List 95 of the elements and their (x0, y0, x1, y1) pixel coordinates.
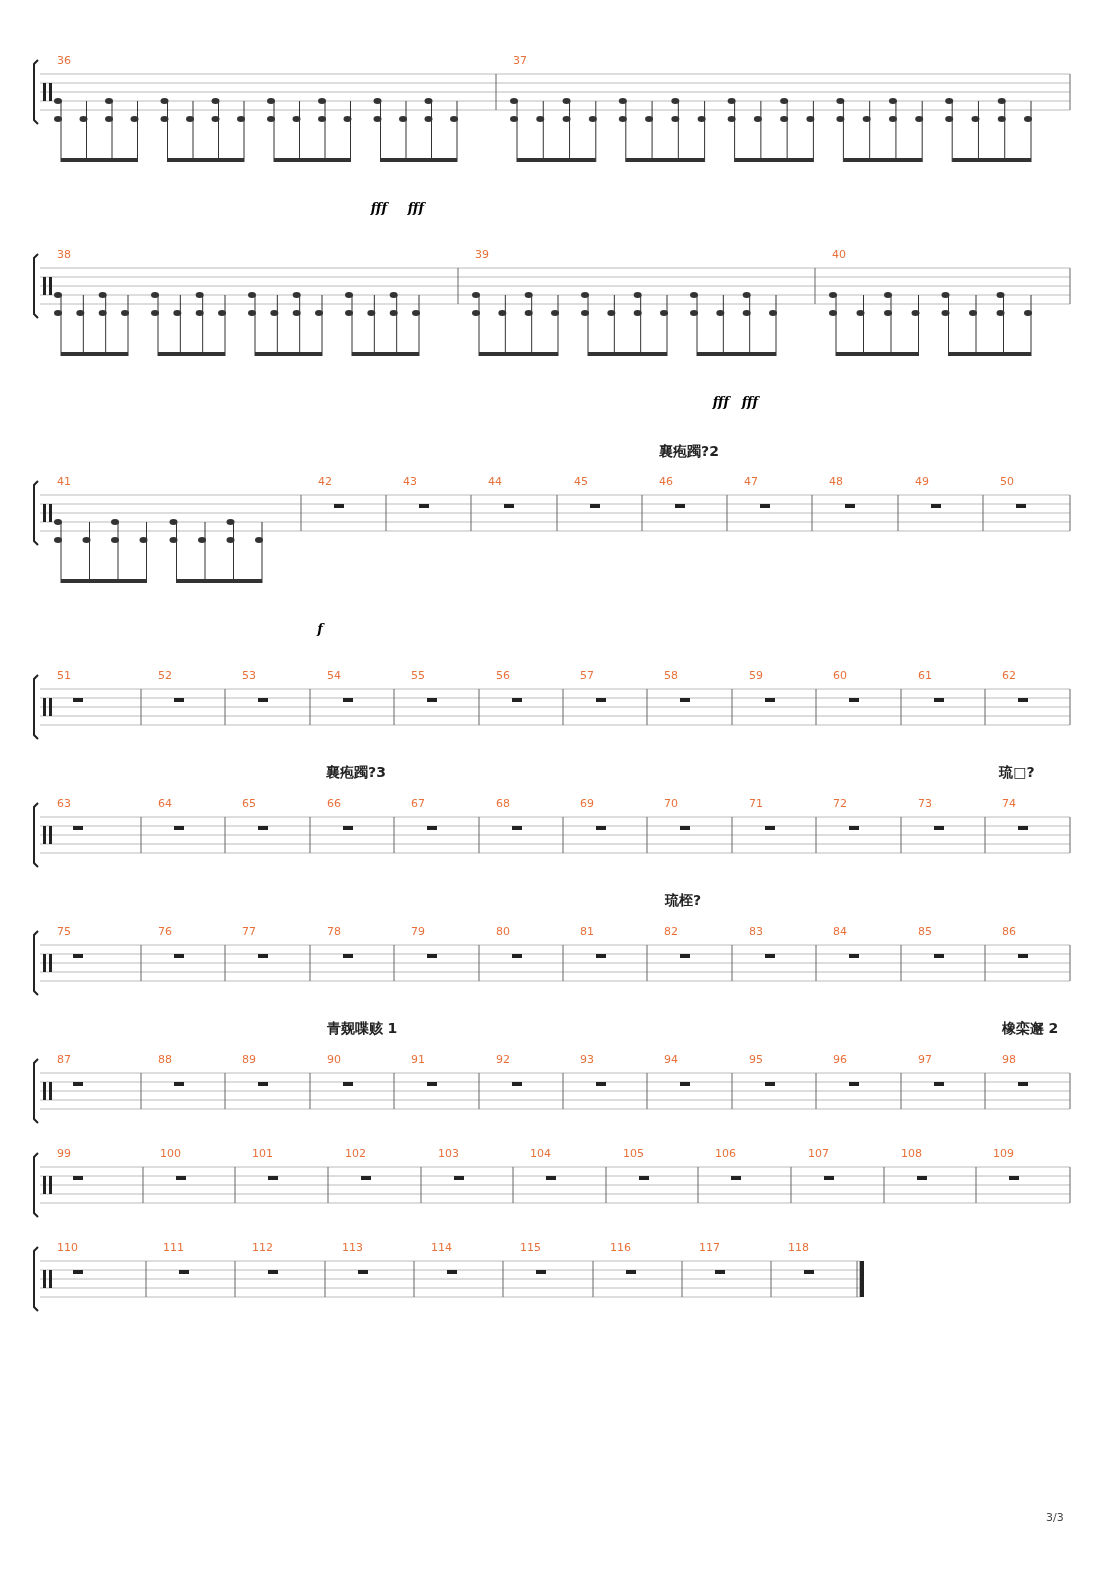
measure-number: 95 (749, 1054, 763, 1066)
measure-number: 83 (749, 926, 763, 938)
measure-number: 79 (411, 926, 425, 938)
measure-number: 93 (580, 1054, 594, 1066)
measure-number: 102 (345, 1148, 366, 1160)
section-marker: 琉□? (999, 764, 1035, 780)
measure-number: 77 (242, 926, 256, 938)
measure-number: 103 (438, 1148, 459, 1160)
measure-number: 43 (403, 476, 417, 488)
measure-number: 117 (699, 1242, 720, 1254)
page-number: 3/3 (1046, 1511, 1064, 1524)
measure-number: 82 (664, 926, 678, 938)
measure-number: 84 (833, 926, 847, 938)
measure-number: 40 (832, 249, 846, 261)
measure-number: 110 (57, 1242, 78, 1254)
measure-number: 47 (744, 476, 758, 488)
measure-number: 56 (496, 670, 510, 682)
measure-number: 100 (160, 1148, 181, 1160)
measure-number: 96 (833, 1054, 847, 1066)
measure-number: 94 (664, 1054, 678, 1066)
measure-number: 108 (901, 1148, 922, 1160)
section-marker: 琉桎? (664, 892, 702, 908)
dynamic-marking: fff (407, 201, 425, 215)
measure-number: 67 (411, 798, 425, 810)
measure-number: 78 (327, 926, 341, 938)
measure-number: 49 (915, 476, 929, 488)
measure-number: 76 (158, 926, 172, 938)
measure-number: 87 (57, 1054, 71, 1066)
measure-number: 91 (411, 1054, 425, 1066)
measure-number: 37 (513, 55, 527, 67)
measure-number: 45 (574, 476, 588, 488)
measure-number: 109 (993, 1148, 1014, 1160)
measure-number: 59 (749, 670, 763, 682)
measure-number: 92 (496, 1054, 510, 1066)
measure-number: 85 (918, 926, 932, 938)
measure-number: 53 (242, 670, 256, 682)
measure-number: 118 (788, 1242, 809, 1254)
measure-number: 65 (242, 798, 256, 810)
measure-number: 60 (833, 670, 847, 682)
measure-number: 111 (163, 1242, 184, 1254)
measure-number: 52 (158, 670, 172, 682)
measure-number: 99 (57, 1148, 71, 1160)
section-marker: 襄疱躅?3 (326, 764, 386, 780)
dynamic-marking: fff (712, 395, 730, 409)
measure-number: 98 (1002, 1054, 1016, 1066)
dynamic-marking: fff (741, 395, 759, 409)
measure-number: 58 (664, 670, 678, 682)
measure-number: 106 (715, 1148, 736, 1160)
dynamic-marking: fff (370, 201, 388, 215)
measure-number: 97 (918, 1054, 932, 1066)
measure-number: 48 (829, 476, 843, 488)
section-marker: 橡栾邂 2 (1001, 1020, 1059, 1036)
measure-number: 114 (431, 1242, 452, 1254)
measure-number: 64 (158, 798, 172, 810)
measure-number: 89 (242, 1054, 256, 1066)
section-marker: 襄疱躅?2 (659, 443, 719, 459)
measure-number: 39 (475, 249, 489, 261)
measure-number: 116 (610, 1242, 631, 1254)
measure-number: 71 (749, 798, 763, 810)
measure-number: 113 (342, 1242, 363, 1254)
measure-number: 90 (327, 1054, 341, 1066)
measure-number: 112 (252, 1242, 273, 1254)
measure-number: 68 (496, 798, 510, 810)
measure-number: 46 (659, 476, 673, 488)
measure-number: 81 (580, 926, 594, 938)
measure-number: 80 (496, 926, 510, 938)
measure-number: 72 (833, 798, 847, 810)
measure-number: 86 (1002, 926, 1016, 938)
measure-number: 55 (411, 670, 425, 682)
measure-number: 74 (1002, 798, 1016, 810)
measure-number: 57 (580, 670, 594, 682)
measure-number: 69 (580, 798, 594, 810)
measure-number: 101 (252, 1148, 273, 1160)
measure-number: 107 (808, 1148, 829, 1160)
measure-number: 54 (327, 670, 341, 682)
measure-number: 36 (57, 55, 71, 67)
dynamic-marking: f (317, 622, 323, 636)
measure-number: 42 (318, 476, 332, 488)
measure-number: 115 (520, 1242, 541, 1254)
measure-number: 104 (530, 1148, 551, 1160)
measure-number: 66 (327, 798, 341, 810)
measure-number: 63 (57, 798, 71, 810)
measure-number: 38 (57, 249, 71, 261)
measure-number: 105 (623, 1148, 644, 1160)
measure-number: 73 (918, 798, 932, 810)
measure-number: 70 (664, 798, 678, 810)
section-marker: 青觌喋赅 1 (326, 1020, 398, 1036)
measure-number: 41 (57, 476, 71, 488)
measure-number: 61 (918, 670, 932, 682)
measure-number: 75 (57, 926, 71, 938)
measure-number: 51 (57, 670, 71, 682)
measure-number: 50 (1000, 476, 1014, 488)
measure-number: 88 (158, 1054, 172, 1066)
measure-number: 62 (1002, 670, 1016, 682)
measure-number: 44 (488, 476, 502, 488)
